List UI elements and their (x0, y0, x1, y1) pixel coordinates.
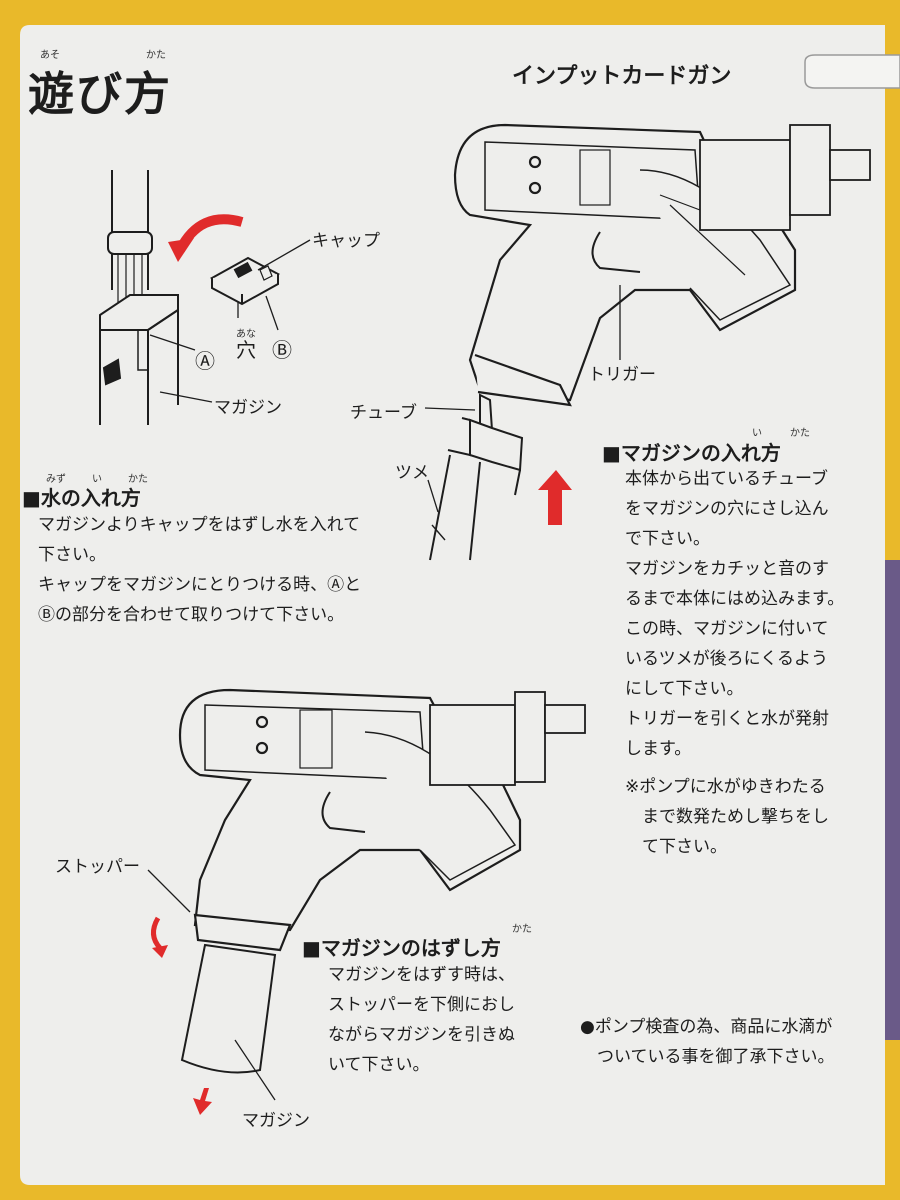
tube-stick-illustration (111, 170, 149, 290)
section-heading-insert: ■マガジンの入れ方 (602, 441, 781, 465)
leader-lines-middle (424, 285, 621, 513)
title-ruby-asobi: あそ (40, 50, 60, 61)
leader-lines-top (149, 239, 311, 403)
pump-inspection-note: ●ポンプ検査の為、商品に水滴が ついている事を御了承下さい。 (580, 1017, 835, 1067)
magazine-insert-diagram (429, 393, 524, 561)
card-tab (804, 54, 900, 89)
label-hole-ruby: あな (236, 329, 256, 340)
product-name: インプットカードガン (512, 64, 732, 89)
remove-ruby-kata: かた (512, 924, 532, 935)
label-mark-a: Ⓐ (195, 349, 215, 373)
magazine-remove-diagram (180, 943, 277, 1074)
label-claw: ツメ (395, 463, 429, 483)
side-box-art (885, 560, 900, 1040)
insert-ruby-kata: かた (790, 428, 810, 439)
water-ruby-i: い (92, 474, 102, 485)
label-magazine-top: マガジン (214, 398, 282, 418)
insert-arrow-red (538, 470, 572, 525)
title-ruby-kata: かた (146, 50, 166, 61)
section-heading-remove: ■マガジンのはずし方 (302, 936, 501, 960)
label-stopper: ストッパー (55, 857, 140, 877)
section-body-remove: マガジンをはずす時は、 ストッパーを下側におし ながらマガジンを引きぬ いて下さ… (328, 965, 515, 1075)
label-mark-b: Ⓑ (272, 338, 292, 362)
pull-arrow-red (193, 1088, 212, 1115)
gun-illustration-top (453, 123, 871, 407)
section-body-insert: 本体から出ているチューブ をマガジンの穴にさし込ん で下さい。 マガジンをカチッ… (625, 469, 845, 759)
magazine-cap-diagram (99, 170, 179, 425)
label-tube: チューブ (350, 403, 417, 423)
label-hole: 穴 (236, 338, 256, 362)
gun-illustration-bottom (178, 688, 586, 952)
cap-part-illustration (209, 256, 281, 306)
label-magazine-bottom: マガジン (242, 1111, 310, 1131)
water-ruby-kata: かた (128, 474, 148, 485)
insert-ruby-i: い (752, 428, 762, 439)
stopper-arrow-red (151, 916, 162, 950)
water-ruby-mizu: みず (46, 474, 66, 485)
label-cap: キャップ (312, 231, 380, 251)
stopper-arrow-head (152, 945, 168, 958)
section-body-water: マガジンよりキャップをはずし水を入れて 下さい。 キャップをマガジンにとりつける… (38, 515, 362, 625)
section-heading-water: ■水の入れ方 (22, 486, 141, 510)
rotate-arrow-red (175, 214, 244, 253)
rotate-arrow-head (168, 238, 194, 262)
page-title: 遊び方 (28, 67, 172, 121)
leader-lines-bottom (147, 869, 276, 1101)
label-trigger: トリガー (588, 365, 656, 385)
section-note-insert: ※ポンプに水がゆきわたる まで数発ためし撃ちをし て下さい。 (625, 777, 829, 857)
